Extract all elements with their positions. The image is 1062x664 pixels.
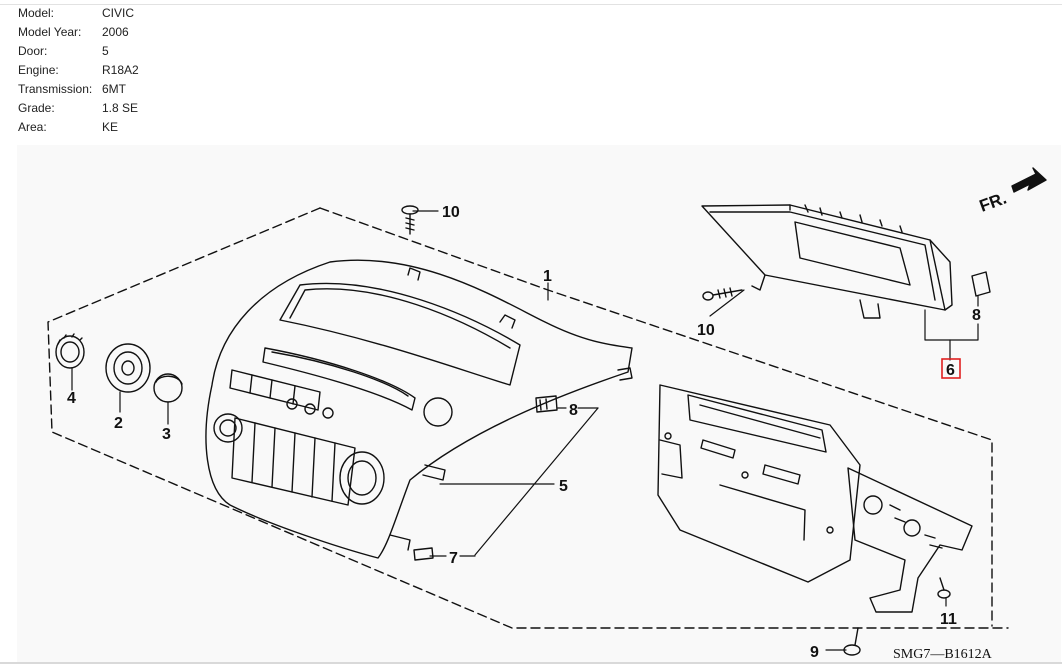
clip-part-8 <box>971 271 991 297</box>
clip-part-8-main <box>535 395 558 413</box>
center-panel <box>205 259 633 559</box>
callout-9: 9 <box>810 644 819 661</box>
info-row-model: Model: CIVIC <box>18 4 139 23</box>
screw-part-11 <box>937 577 951 599</box>
cap-part-3 <box>153 373 183 403</box>
screw-part-9 <box>843 627 861 656</box>
callout-5: 5 <box>559 478 568 495</box>
callout-3: 3 <box>162 426 171 443</box>
info-row-area: Area: KE <box>18 118 139 137</box>
callout-7: 7 <box>449 550 458 567</box>
info-value: 2006 <box>102 25 129 39</box>
info-value: R18A2 <box>102 63 139 77</box>
info-value: 1.8 SE <box>102 101 139 115</box>
info-label: Model Year: <box>18 25 82 39</box>
display-unit <box>701 204 953 319</box>
info-label: Model: <box>18 6 55 20</box>
info-label: Area: <box>18 120 47 134</box>
info-value: CIVIC <box>102 6 135 20</box>
assembly-boundary <box>47 207 1009 629</box>
info-row-model-year: Model Year: 2006 <box>18 23 139 42</box>
diagram-code: SMG7—B1612A <box>893 647 993 662</box>
info-value: 5 <box>102 44 109 58</box>
front-arrow <box>1011 167 1047 193</box>
clip-part-7 <box>413 547 434 561</box>
info-row-door: Door: 5 <box>18 42 139 61</box>
info-label: Grade: <box>18 101 55 115</box>
info-value: 6MT <box>102 82 126 96</box>
assembly-boundary-right <box>319 207 993 627</box>
callout-6[interactable]: 6 <box>946 362 955 379</box>
callout-8: 8 <box>569 402 578 419</box>
knob-part-2 <box>105 343 151 393</box>
vehicle-info-table: Model: CIVIC Model Year: 2006 Door: 5 Engin… <box>18 4 139 137</box>
info-label: Engine: <box>18 63 59 77</box>
top-divider <box>0 4 1062 5</box>
info-row-transmission: Transmission: 6MT <box>18 80 139 99</box>
info-value: KE <box>102 120 119 134</box>
screw-part-10-top <box>401 205 419 235</box>
bottom-divider <box>0 662 1062 664</box>
radio-chassis <box>657 384 973 613</box>
screw-part-10-side <box>702 287 743 301</box>
front-label: FR. <box>977 189 1009 216</box>
info-row-engine: Engine: R18A2 <box>18 61 139 80</box>
callout-4: 4 <box>67 390 76 407</box>
callout-6-highlight[interactable] <box>941 358 961 379</box>
knob-part-4 <box>55 333 85 369</box>
info-label: Transmission: <box>18 82 93 96</box>
callout-2: 2 <box>114 415 123 432</box>
info-row-grade: Grade: 1.8 SE <box>18 99 139 118</box>
callout-1: 1 <box>543 268 552 285</box>
info-label: Door: <box>18 44 48 58</box>
callout-11: 11 <box>940 611 957 628</box>
callout-10-display: 10 <box>697 322 715 339</box>
callout-8-display: 8 <box>972 307 981 324</box>
diagram-panel <box>17 145 1061 664</box>
callout-10: 10 <box>442 204 460 221</box>
